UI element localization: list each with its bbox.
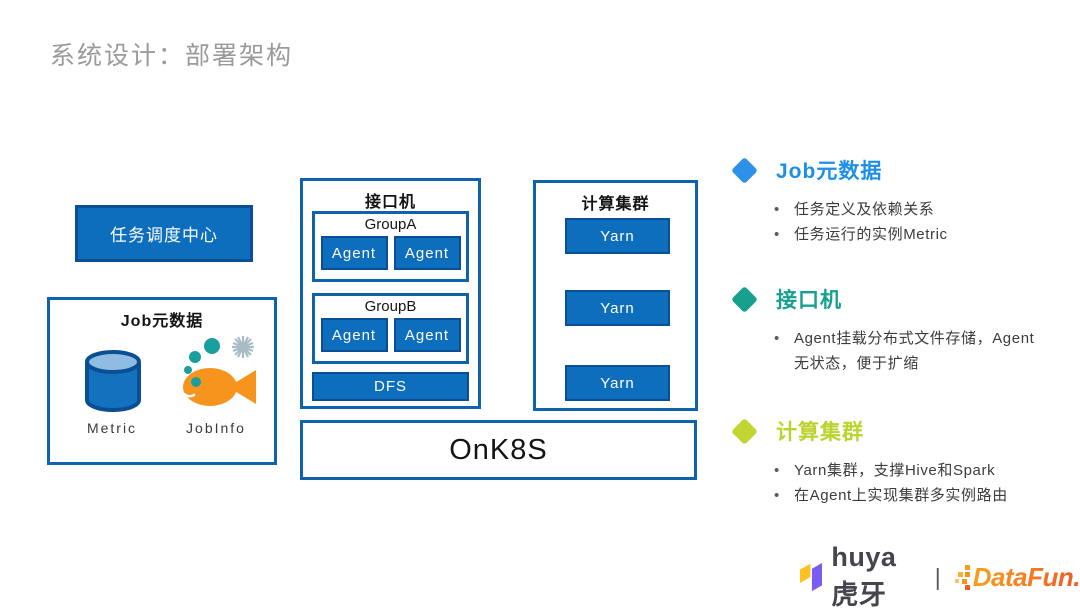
logo-separator: |: [934, 563, 941, 590]
note-bullet-list: Agent挂载分布式文件存储，Agent无状态，便于扩缩: [772, 327, 1040, 377]
note-bullet-list: Yarn集群，支撑Hive和Spark 在Agent上实现集群多实例路由: [772, 459, 1040, 509]
onk8s-label: OnK8S: [449, 433, 548, 466]
huya-logo-icon: [800, 562, 823, 592]
diamond-icon: [731, 285, 758, 313]
onk8s-box: OnK8S: [300, 420, 697, 480]
yarn-node: Yarn: [565, 365, 670, 401]
metric-label: Metric: [86, 420, 138, 436]
note-interface-machine: 接口机 Agent挂载分布式文件存储，Agent无状态，便于扩缩: [728, 284, 1068, 377]
interface-machine-box: 接口机 GroupA Agent Agent GroupB Agent Agen…: [300, 178, 481, 409]
note-heading: 计算集群: [776, 421, 864, 444]
yarn-label: Yarn: [600, 299, 635, 317]
dfs-node: DFS: [312, 372, 469, 401]
agent-node: Agent: [393, 318, 461, 352]
datafun-logo: DataFun.: [954, 561, 1080, 593]
compute-cluster-box: 计算集群 Yarn Yarn Yarn: [533, 180, 698, 411]
note-bullet: 在Agent上实现集群多实例路由: [772, 484, 1040, 509]
group-a-box: GroupA Agent Agent: [312, 211, 469, 282]
note-compute-cluster: 计算集群 Yarn集群，支撑Hive和Spark 在Agent上实现集群多实例路…: [728, 416, 1068, 509]
yarn-node: Yarn: [565, 218, 670, 254]
group-a-title: GroupA: [364, 216, 417, 233]
datafun-wordmark: DataFun.: [972, 561, 1080, 592]
agent-label: Agent: [404, 326, 450, 344]
agent-node: Agent: [393, 236, 461, 270]
agent-label: Agent: [404, 244, 450, 262]
dfs-label: DFS: [374, 378, 407, 395]
job-metadata-title: Job元数据: [120, 313, 204, 330]
note-bullet-list: 任务定义及依赖关系 任务运行的实例Metric: [772, 198, 1040, 248]
jobinfo-label: JobInfo: [186, 420, 246, 436]
scheduler-box: 任务调度中心: [75, 205, 253, 262]
footer-logos: huya虎牙 | DataFun.: [800, 542, 1080, 608]
agent-label: Agent: [331, 244, 377, 262]
yarn-label: Yarn: [600, 227, 635, 245]
diamond-icon: [731, 156, 758, 184]
agent-node: Agent: [320, 236, 388, 270]
database-cylinder-icon: [85, 350, 141, 412]
datafun-dots-icon: [954, 564, 970, 590]
page-title: 系统设计：部署架构: [50, 42, 294, 70]
agent-node: Agent: [320, 318, 388, 352]
huya-wordmark: huya虎牙: [831, 542, 897, 608]
scheduler-label: 任务调度中心: [110, 226, 218, 245]
note-bullet: Yarn集群，支撑Hive和Spark: [772, 459, 1040, 484]
note-job-metadata: Job元数据 任务定义及依赖关系 任务运行的实例Metric: [728, 155, 1068, 248]
interface-machine-title: 接口机: [364, 194, 416, 211]
group-b-title: GroupB: [364, 298, 417, 315]
compute-cluster-title: 计算集群: [581, 196, 650, 213]
diamond-icon: [731, 417, 758, 445]
yarn-node: Yarn: [565, 290, 670, 326]
note-heading: Job元数据: [776, 160, 883, 183]
note-heading: 接口机: [776, 289, 842, 312]
group-b-box: GroupB Agent Agent: [312, 293, 469, 364]
note-bullet: 任务定义及依赖关系: [772, 198, 1040, 223]
note-bullet: 任务运行的实例Metric: [772, 223, 1040, 248]
yarn-label: Yarn: [600, 374, 635, 392]
fish-icon: [182, 336, 256, 406]
agent-label: Agent: [331, 326, 377, 344]
note-bullet: Agent挂载分布式文件存储，Agent无状态，便于扩缩: [772, 327, 1040, 377]
job-metadata-box: Job元数据 Metric JobInfo: [47, 297, 277, 465]
